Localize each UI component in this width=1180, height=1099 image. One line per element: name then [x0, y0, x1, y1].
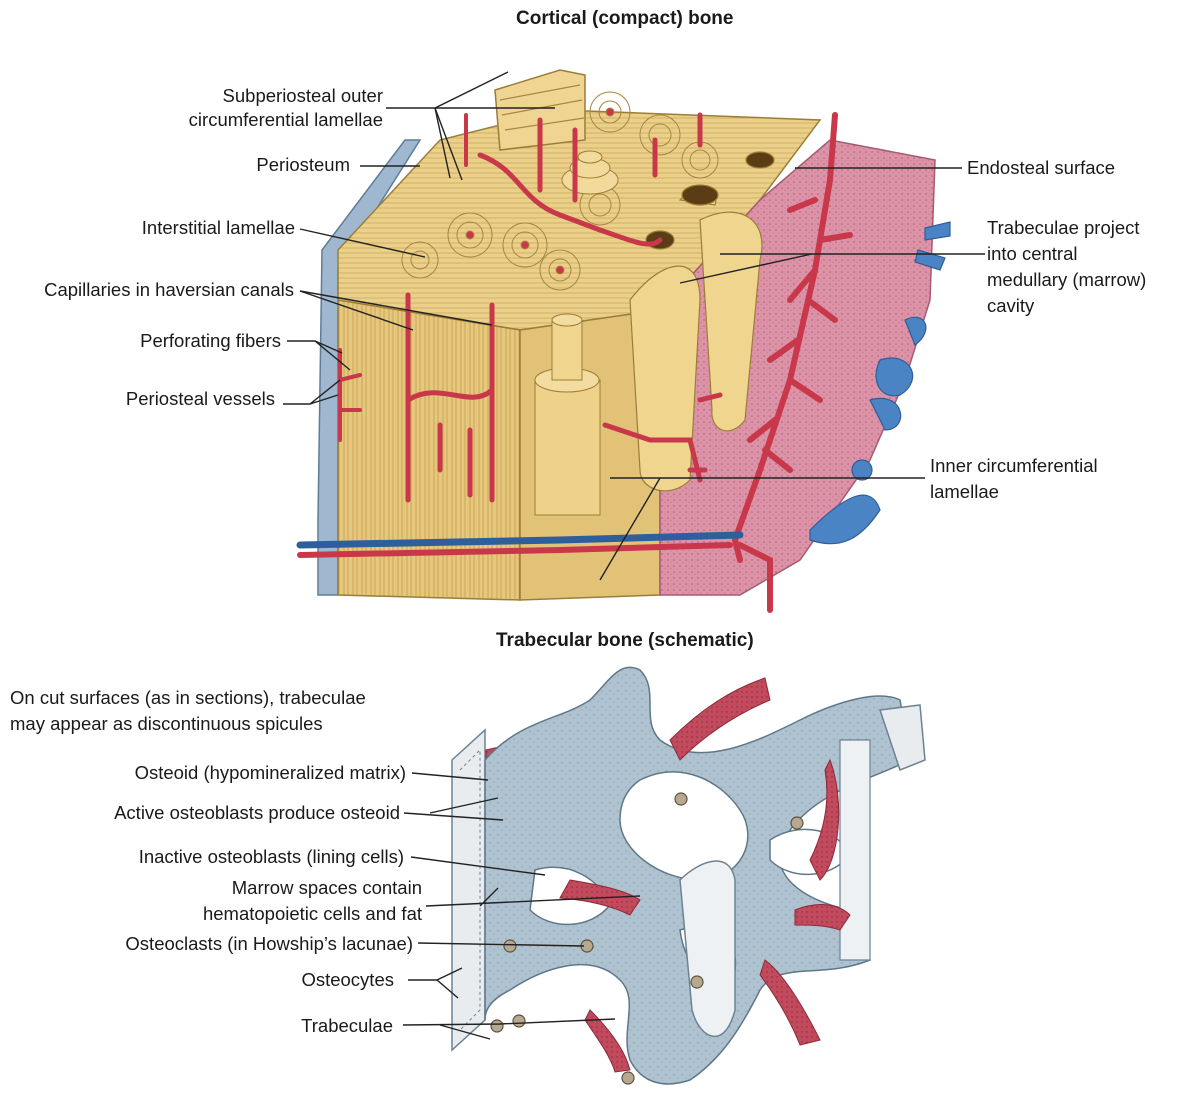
label-inner-circumferential-line1: Inner circumferential	[930, 454, 1098, 478]
label-interstitial-lamellae: Interstitial lamellae	[142, 216, 295, 240]
label-perforating-fibers: Perforating fibers	[140, 329, 281, 353]
label-marrow-spaces-line2: hematopoietic cells and fat	[203, 902, 422, 926]
label-inactive-osteoblasts: Inactive osteoblasts (lining cells)	[139, 845, 404, 869]
label-endosteal-surface: Endosteal surface	[967, 156, 1115, 180]
label-capillaries-haversian: Capillaries in haversian canals	[44, 278, 294, 302]
label-marrow-spaces-line1: Marrow spaces contain	[232, 876, 422, 900]
label-subperiosteal-line1: Subperiosteal outer	[223, 84, 383, 108]
label-osteoid: Osteoid (hypomineralized matrix)	[135, 761, 406, 785]
trabecular-title: Trabecular bone (schematic)	[496, 630, 754, 652]
cortical-title: Cortical (compact) bone	[516, 8, 733, 30]
label-trabeculae-project-line1: Trabeculae project	[987, 216, 1140, 240]
cortical-bone-block	[300, 70, 950, 610]
label-osteoclasts: Osteoclasts (in Howship’s lacunae)	[125, 932, 413, 956]
label-trabeculae-project-line4: cavity	[987, 294, 1034, 318]
label-periosteum: Periosteum	[256, 153, 350, 177]
label-trabeculae-project-line2: into central	[987, 242, 1078, 266]
label-trabeculae-project-line3: medullary (marrow)	[987, 268, 1146, 292]
label-subperiosteal-line2: circumferential lamellae	[189, 108, 383, 132]
label-periosteal-vessels: Periosteal vessels	[126, 387, 275, 411]
label-cut-surfaces-line2: may appear as discontinuous spicules	[10, 712, 323, 736]
label-active-osteoblasts: Active osteoblasts produce osteoid	[114, 801, 400, 825]
label-trabeculae: Trabeculae	[301, 1014, 393, 1038]
label-cut-surfaces-line1: On cut surfaces (as in sections), trabec…	[10, 686, 366, 710]
trabecular-bone-block	[452, 667, 925, 1084]
label-osteocytes: Osteocytes	[301, 968, 394, 992]
projecting-osteon	[535, 380, 600, 515]
label-inner-circumferential-line2: lamellae	[930, 480, 999, 504]
